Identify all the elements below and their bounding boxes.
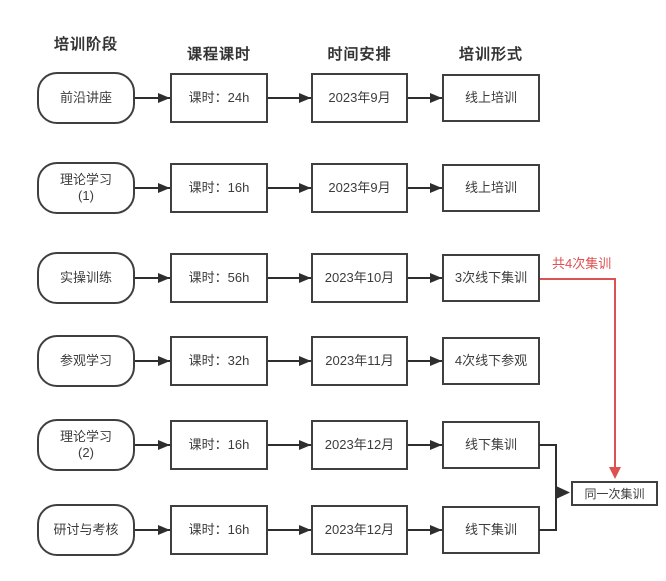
flow-arrow-icon (135, 525, 170, 535)
flow-row: 前沿讲座 课时：24h 2023年9月 线上培训 (0, 72, 666, 124)
time-box: 2023年11月 (311, 336, 408, 386)
flow-arrow-icon (268, 183, 311, 193)
flow-arrow-icon (268, 273, 311, 283)
flow-arrow-icon (408, 273, 442, 283)
form-box: 线上培训 (442, 74, 540, 122)
flow-arrow-icon (408, 440, 442, 450)
form-box: 3次线下集训 (442, 254, 540, 302)
column-header-hours: 课程课时 (186, 46, 251, 63)
stage-box: 理论学习 (2) (37, 419, 135, 471)
stage-box: 前沿讲座 (37, 72, 135, 124)
time-box: 2023年12月 (311, 505, 408, 555)
hours-box: 课时：24h (170, 73, 268, 123)
flow-arrow-icon (268, 356, 311, 366)
flow-arrow-icon (135, 183, 170, 193)
flow-arrow-icon (135, 273, 170, 283)
flow-row: 参观学习 课时：32h 2023年11月 4次线下参观 (0, 335, 666, 387)
flow-row: 实操训练 课时：56h 2023年10月 3次线下集训 (0, 252, 666, 304)
hours-box: 课时：32h (170, 336, 268, 386)
form-box: 线下集训 (442, 506, 540, 554)
time-box: 2023年10月 (311, 253, 408, 303)
merge-box: 同一次集训 (571, 481, 658, 506)
column-header-schedule: 时间安排 (327, 46, 392, 63)
flow-arrow-icon (408, 183, 442, 193)
flow-arrow-icon (268, 93, 311, 103)
form-box: 线下集训 (442, 421, 540, 469)
flow-arrow-icon (408, 93, 442, 103)
stage-box: 理论学习 (1) (37, 162, 135, 214)
flow-arrow-icon (135, 356, 170, 366)
column-header-stage: 培训阶段 (53, 36, 118, 53)
hours-box: 课时：16h (170, 420, 268, 470)
form-box: 4次线下参观 (442, 337, 540, 385)
hours-box: 课时：16h (170, 505, 268, 555)
time-box: 2023年12月 (311, 420, 408, 470)
hours-box: 课时：16h (170, 163, 268, 213)
flow-row: 理论学习 (1) 课时：16h 2023年9月 线上培训 (0, 162, 666, 214)
flow-arrow-icon (408, 356, 442, 366)
form-box: 线上培训 (442, 164, 540, 212)
flow-arrow-icon (268, 525, 311, 535)
flow-arrow-icon (135, 93, 170, 103)
stage-box: 参观学习 (37, 335, 135, 387)
time-box: 2023年9月 (311, 73, 408, 123)
flow-arrow-icon (135, 440, 170, 450)
hours-box: 课时：56h (170, 253, 268, 303)
stage-box: 实操训练 (37, 252, 135, 304)
time-box: 2023年9月 (311, 163, 408, 213)
stage-box: 研讨与考核 (37, 504, 135, 556)
flow-arrow-icon (408, 525, 442, 535)
red-annotation-label: 共4次集训 (552, 256, 612, 271)
flow-arrow-icon (268, 440, 311, 450)
flow-row: 理论学习 (2) 课时：16h 2023年12月 线下集训 (0, 419, 666, 471)
merge-arrowhead-icon (556, 486, 570, 499)
flow-row: 研讨与考核 课时：16h 2023年12月 线下集训 (0, 504, 666, 556)
column-header-format: 培训形式 (458, 46, 523, 63)
